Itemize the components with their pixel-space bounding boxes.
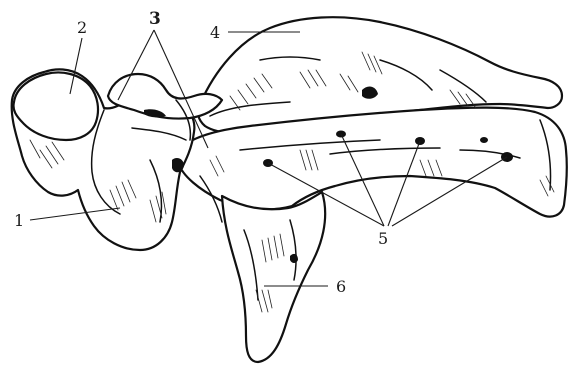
label-2: 2 bbox=[77, 18, 87, 37]
label-3: 3 bbox=[149, 9, 161, 29]
label-4: 4 bbox=[210, 23, 220, 42]
label-6: 6 bbox=[336, 277, 346, 296]
spinous-process bbox=[222, 192, 325, 362]
label-1: 1 bbox=[14, 211, 24, 230]
foramen-5 bbox=[480, 137, 488, 143]
label-5: 5 bbox=[378, 229, 388, 248]
bone-drawing bbox=[12, 17, 567, 362]
